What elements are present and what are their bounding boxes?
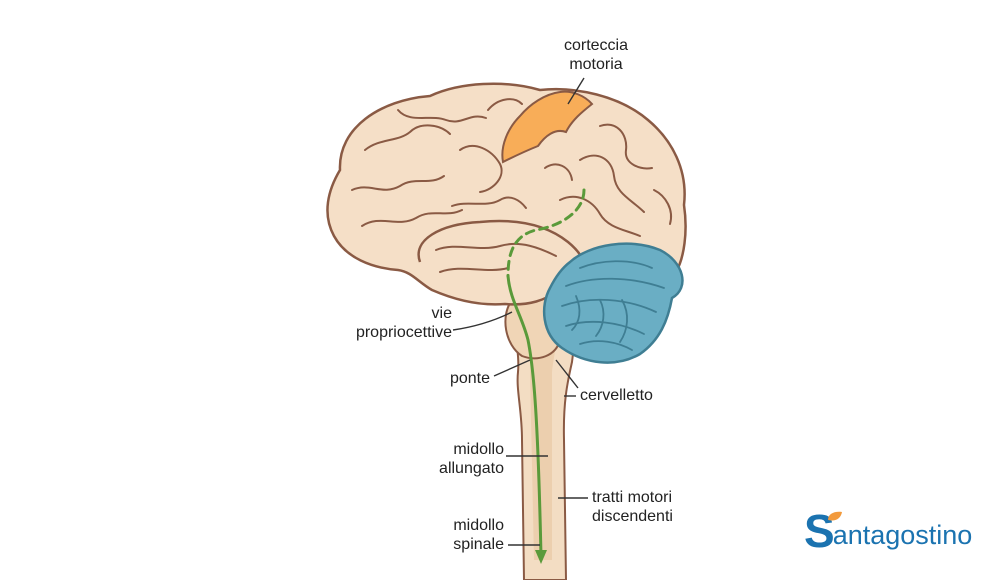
label-proprioceptive-line1: vie (431, 305, 452, 322)
cerebellum-folia (561, 260, 665, 351)
leader-lines (452, 77, 588, 546)
label-tracts-line1: tratti motori (592, 489, 673, 506)
label-tracts-line2: discendenti (592, 508, 673, 525)
logo-accent-icon (828, 511, 842, 521)
label-proprioceptive-line2: propriocettive (355, 324, 452, 341)
logo-wordmark: antagostino (832, 520, 973, 550)
label-cerebellum: cervelletto (580, 387, 653, 404)
descending-motor-tract (506, 274, 543, 558)
proprioceptive-pathway (506, 188, 586, 278)
label-spinal-cord: midollo spinale (400, 516, 504, 554)
label-medulla-line1: midollo (453, 441, 504, 458)
label-medulla-line2: allungato (439, 460, 504, 477)
tract-arrowhead (535, 550, 547, 564)
label-pons: ponte (449, 370, 490, 387)
label-proprioceptive-pathways: vie propriocettive (312, 304, 452, 342)
label-descending-motor-tracts: tratti motori discendenti (592, 488, 712, 526)
label-motor-cortex: corteccia motoria (548, 36, 644, 74)
leader-proprioceptive (452, 311, 513, 331)
motor-cortex-region (501, 90, 594, 164)
label-medulla: midollo allungato (400, 440, 504, 478)
santagostino-logo: S antagostino (804, 506, 972, 554)
label-spinal-line1: midollo (453, 517, 504, 534)
label-spinal-line2: spinale (453, 536, 504, 553)
leader-pons (493, 359, 531, 377)
label-motor-cortex-line2: motoria (569, 56, 623, 73)
label-motor-cortex-line1: corteccia (563, 37, 629, 54)
logo-initial: S (804, 508, 842, 554)
leader-motor-cortex (567, 77, 585, 105)
leader-cerebellum (555, 359, 579, 389)
brain-gyri (351, 98, 672, 273)
cerebellum-shape (542, 242, 684, 364)
